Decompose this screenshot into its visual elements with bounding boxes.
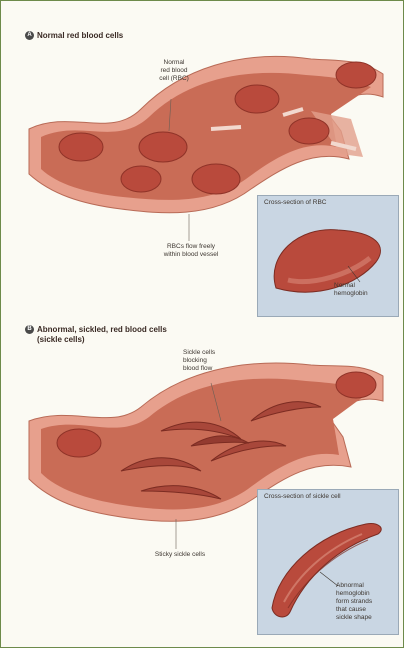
inset-sickle-cross-section: Cross-section of sickle cell Abnormal he… xyxy=(257,489,399,635)
label-sticky-sickle: Sticky sickle cells xyxy=(135,551,225,559)
rbc-a-6 xyxy=(289,118,329,144)
label-normal-rbc: Normal red blood cell (RBC) xyxy=(139,59,209,83)
label-sickle-blocking: Sickle cells blocking blood flow xyxy=(183,349,247,373)
rbc-a-3 xyxy=(121,166,161,192)
rbc-a-5 xyxy=(235,85,279,113)
label-flow-freely: RBCs flow freely within blood vessel xyxy=(146,243,236,259)
inset-a-illustration xyxy=(258,196,398,316)
rbc-a-1 xyxy=(59,133,103,161)
rbc-a-2 xyxy=(139,132,187,162)
rbc-a-7 xyxy=(336,62,376,88)
flow-arrow-a-1 xyxy=(211,127,241,129)
rbc-a-4 xyxy=(192,164,240,194)
inset-normal-cross-section: Cross-section of RBC Normal hemoglobin xyxy=(257,195,399,317)
rbc-b-2 xyxy=(336,372,376,398)
label-abnormal-hemoglobin: Abnormal hemoglobin form strands that ca… xyxy=(336,582,394,622)
label-normal-hemoglobin: Normal hemoglobin xyxy=(334,282,390,298)
rbc-b-1 xyxy=(57,429,101,457)
